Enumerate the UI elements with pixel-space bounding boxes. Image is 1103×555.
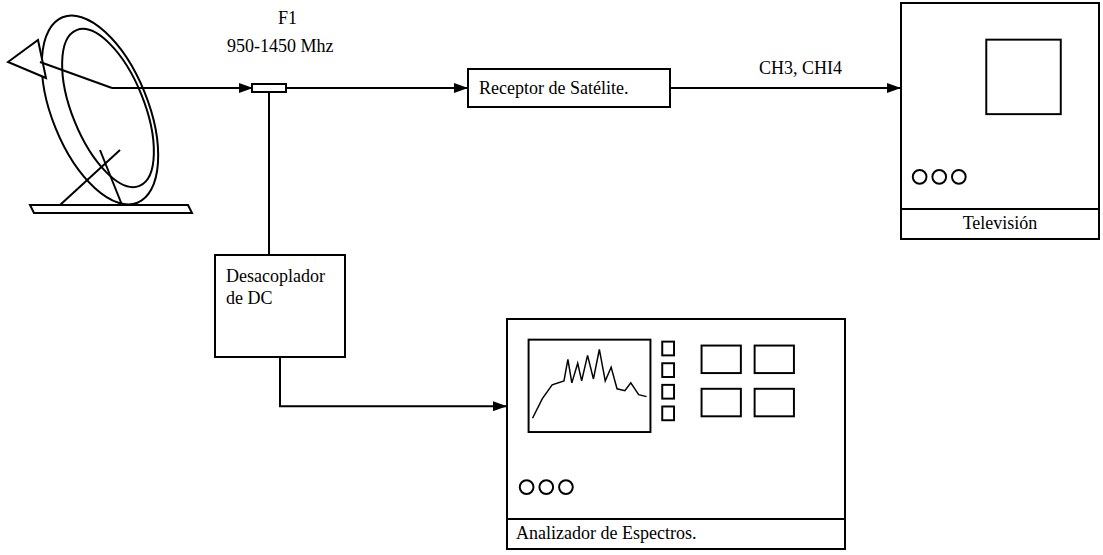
node-label: Desacoplador de DC: [226, 266, 334, 309]
tv-illustration: [902, 4, 1098, 238]
spectrum-analyzer: Analizador de Espectros.: [506, 318, 846, 550]
name-plate: Analizador de Espectros.: [506, 518, 846, 550]
signal-connector: [280, 358, 506, 406]
node-label: Televisión: [910, 213, 1090, 235]
filter-name: F1: [276, 8, 299, 30]
analyzer-illustration: [508, 320, 844, 548]
node-label: Analizador de Espectros.: [516, 523, 836, 545]
frequency-range: 950-1450 Mhz: [225, 36, 336, 58]
satellite-dish: [8, 0, 192, 221]
name-plate: Televisión: [900, 208, 1100, 240]
process-box: Desacoplador de DC: [214, 254, 346, 358]
process-box: Receptor de Satélite.: [467, 68, 671, 108]
channel-label: CH3, CHI4: [757, 58, 844, 80]
television-set: Televisión: [900, 2, 1100, 240]
feed-line: [112, 84, 467, 254]
signal-connector: [671, 87, 900, 89]
node-label: Receptor de Satélite.: [479, 78, 659, 100]
